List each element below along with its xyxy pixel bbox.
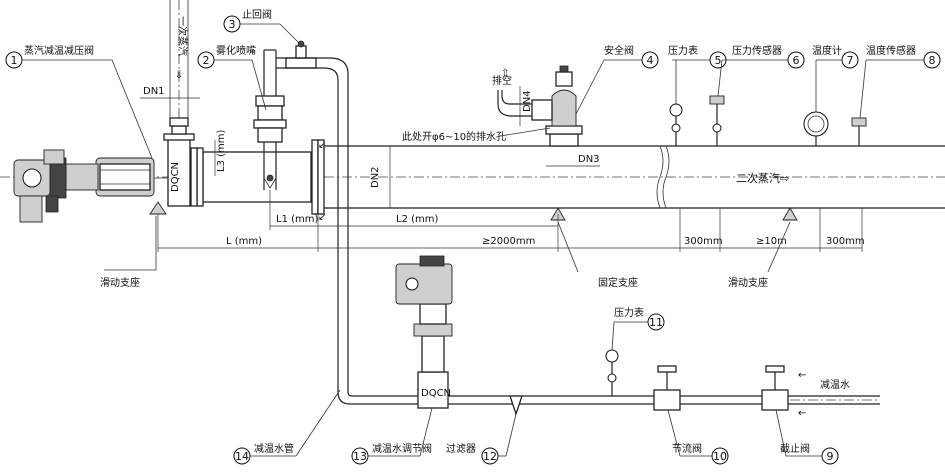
callout-7-label: 温度计 [812, 44, 842, 57]
svg-text:10: 10 [713, 450, 727, 463]
callout-12-label: 过滤器 [446, 442, 476, 455]
callout-12: 12 过滤器 [446, 413, 517, 465]
svg-text:14: 14 [235, 450, 249, 463]
svg-text:7: 7 [847, 54, 854, 67]
valve-body-mark: DQCN [170, 162, 181, 192]
fixed-support-label: 固定支座 [598, 276, 638, 289]
callout-11: 11 压力表 [611, 306, 665, 351]
callout-3-label: 止回阀 [242, 8, 272, 21]
primary-steam-arrow: ⇩ [175, 70, 183, 81]
svg-text:4: 4 [647, 54, 654, 67]
dim-dn1: DN1 [143, 86, 165, 97]
water-supply-line [264, 49, 420, 405]
dim-ge2000: ≥2000mm [482, 236, 535, 247]
callout-9-label: 截止阀 [780, 442, 810, 455]
callout-13-label: 减温水调节阀 [372, 442, 432, 455]
water-arrow-1: ← [798, 370, 806, 381]
filter-12 [509, 395, 523, 417]
valve-13-body-mark: DQCN [421, 388, 451, 399]
desuperheater-body: DQCN [163, 117, 312, 207]
water-arrow-2: ← [798, 408, 806, 419]
svg-text:13: 13 [353, 450, 367, 463]
dim-300b: 300mm [826, 236, 865, 247]
callout-8: 8 温度传感器 [859, 44, 941, 119]
callout-11-label: 压力表 [614, 306, 644, 319]
sliding-support-right-label: 滑动支座 [728, 276, 768, 289]
supports [149, 201, 798, 221]
dimension-lines [140, 86, 863, 252]
callout-14-label: 减温水管 [254, 442, 294, 455]
vent-label: 排空 [492, 74, 512, 87]
leader-fixed [557, 221, 579, 273]
svg-text:2: 2 [203, 54, 210, 67]
callout-5-label: 压力表 [668, 44, 698, 57]
throttle-valve-10 [653, 365, 681, 411]
desuperheating-water-pipe [420, 395, 880, 405]
callout-4-label: 安全阀 [604, 44, 634, 57]
desuperheating-water-label: 减温水 [820, 379, 850, 391]
dim-dn2: DN2 [370, 166, 381, 188]
leader-sliding-right [767, 221, 791, 273]
secondary-steam-label: 二次蒸汽⇨ [736, 171, 789, 185]
dim-l1: L1 (mm) [276, 214, 318, 225]
dim-l2: L2 (mm) [396, 214, 438, 225]
pressure-sensor-6 [709, 95, 725, 146]
flow-arrow-2: ↙ [318, 212, 326, 223]
svg-text:3: 3 [229, 18, 236, 31]
atomizing-nozzle-assembly [253, 50, 287, 190]
check-valve [285, 40, 317, 69]
pressure-gauge-5 [669, 103, 683, 146]
drain-note-leader [499, 127, 551, 137]
callout-10: 10 节流阀 [667, 409, 729, 465]
svg-text:1: 1 [11, 54, 18, 67]
dim-l3: L3 (mm) [216, 130, 227, 172]
svg-text:9: 9 [827, 450, 834, 463]
vent-arrow: ⇧ [501, 68, 509, 79]
callout-7: 7 温度计 [812, 44, 859, 112]
safety-valve [497, 65, 583, 147]
sliding-support-left-label: 滑动支座 [100, 276, 140, 289]
callout-10-label: 节流阀 [672, 442, 702, 455]
drain-note: 此处开φ6~10的排水孔 [402, 130, 506, 143]
callout-8-label: 温度传感器 [866, 44, 916, 57]
pressure-reducing-valve-assembly [13, 149, 168, 223]
dim-dn3: DN3 [578, 154, 600, 165]
callout-5: 5 压力表 [668, 44, 727, 104]
temperature-sensor-8 [851, 117, 867, 146]
dim-ge10m: ≥10m [756, 236, 787, 247]
secondary-steam-pipe [0, 139, 945, 215]
callout-6-label: 压力传感器 [732, 44, 782, 57]
thermometer-7 [803, 111, 829, 146]
dim-l: L (mm) [226, 236, 262, 247]
dim-dn4: DN4 [522, 90, 533, 112]
callout-3: 3 止回阀 [223, 8, 301, 45]
svg-text:8: 8 [929, 54, 936, 67]
flow-arrow-1: ↙ [318, 140, 326, 151]
svg-text:5: 5 [715, 54, 722, 67]
callout-4: 4 安全阀 [575, 44, 659, 115]
regulating-valve-13: DQCN [395, 255, 453, 409]
stop-valve-9 [761, 365, 789, 411]
dim-300a: 300mm [684, 236, 723, 247]
callout-9: 9 截止阀 [775, 409, 839, 465]
pressure-gauge-11 [605, 349, 619, 396]
callout-14: 14 减温水管 [233, 389, 341, 465]
callout-13: 13 减温水调节阀 [351, 407, 433, 465]
primary-steam-label: 一次蒸汽 [176, 16, 189, 56]
callout-2-label: 雾化喷嘴 [216, 44, 256, 57]
callout-1: 1 蒸汽减温减压阀 [5, 44, 153, 159]
svg-text:12: 12 [483, 450, 497, 463]
callout-1-label: 蒸汽减温减压阀 [24, 44, 94, 57]
callout-6: 6 压力传感器 [717, 44, 805, 97]
svg-text:6: 6 [793, 54, 800, 67]
svg-text:11: 11 [649, 316, 663, 329]
callout-2: 2 雾化喷嘴 [197, 44, 267, 111]
